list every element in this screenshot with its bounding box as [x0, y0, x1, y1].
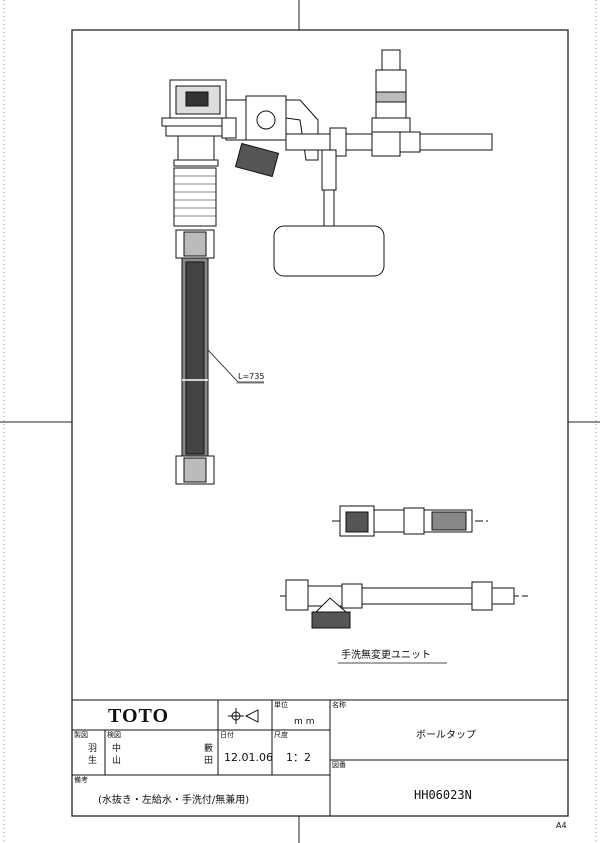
- approved-name-1: 藪: [204, 744, 214, 754]
- unit-assembly-2: [280, 579, 528, 629]
- unit-caption: 手洗無変更ユニット: [341, 650, 431, 661]
- ball-tap-assembly: [161, 49, 493, 485]
- name-value: ボールタップ: [416, 730, 476, 741]
- made-label: 製図: [74, 731, 88, 739]
- sheet-size-label: A4: [556, 821, 567, 830]
- remarks-label: 備考: [74, 776, 88, 784]
- date-value: 12.01.06: [224, 751, 273, 764]
- drawing-no-label: 図番: [332, 761, 346, 769]
- unit-assembly-1: [332, 505, 488, 537]
- title-block-grid: [72, 699, 568, 816]
- remarks-value: (水抜き・左給水・手洗付/無兼用): [98, 795, 250, 806]
- hose-length-label: L=735: [238, 372, 265, 381]
- name-label: 名称: [332, 701, 346, 709]
- scale-label: 尺度: [274, 731, 288, 739]
- unit-label: 単位: [274, 701, 288, 709]
- approved-name-2: 田: [204, 756, 214, 766]
- date-label: 日付: [220, 731, 234, 739]
- company-logo: TOTO: [108, 705, 170, 727]
- projection-symbol: [228, 708, 259, 724]
- drawing-no-value: HH06023N: [414, 788, 472, 802]
- scale-value: 1：2: [286, 751, 311, 764]
- unit-value: mm: [294, 717, 318, 727]
- made-name-2: 生: [88, 756, 98, 766]
- checked-label: 検図: [107, 731, 121, 739]
- checked-name-1: 中: [112, 744, 122, 754]
- checked-name-2: 山: [112, 756, 122, 766]
- made-name-1: 羽: [88, 744, 98, 754]
